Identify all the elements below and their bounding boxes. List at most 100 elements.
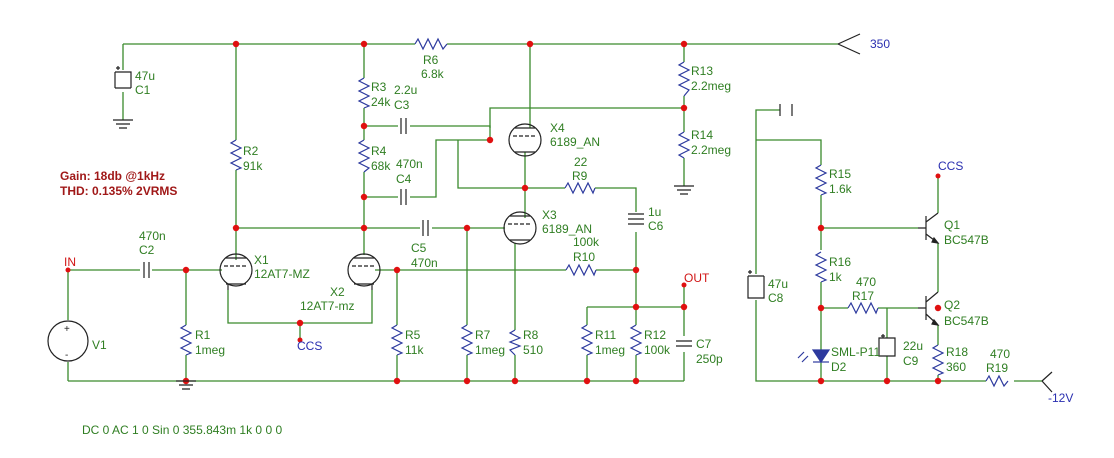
capacitor-c7 (676, 340, 692, 347)
grounds (113, 104, 793, 390)
r15-value: 1.6k (829, 182, 853, 196)
resistor-r19 (985, 374, 1009, 388)
resistor-r17 (847, 301, 879, 315)
tube-x4 (508, 123, 542, 157)
q1-value: BC547B (944, 233, 989, 247)
thd-note: THD: 0.135% 2VRMS (60, 184, 177, 198)
c6-value: 1u (648, 205, 661, 219)
c2-ref: C2 (139, 243, 155, 257)
r16-ref: R16 (829, 255, 851, 269)
r19-ref: R19 (986, 361, 1008, 375)
r10-ref: R10 (573, 250, 595, 264)
c7-ref: C7 (696, 337, 712, 351)
r4-value: 68k (371, 159, 391, 173)
r12-ref: R12 (644, 328, 666, 342)
r11-ref: R11 (595, 328, 616, 342)
resistor-r4 (357, 139, 371, 173)
junction-dots (65, 40, 942, 385)
v1-ref: V1 (92, 338, 107, 352)
transistor-q1 (918, 212, 940, 244)
svg-text:-: - (65, 350, 68, 361)
q1-ref: Q1 (944, 218, 960, 232)
r2-value: 91k (243, 159, 263, 173)
x2-value: 12AT7-mz (300, 299, 354, 313)
x3-value: 6189_AN (542, 222, 592, 236)
resistor-r14 (677, 131, 691, 159)
tubes (219, 123, 542, 290)
resistor-r11 (580, 324, 594, 356)
c3-value: 2.2u (394, 83, 417, 97)
capacitor-c8 (747, 270, 765, 299)
r11-value: 1meg (595, 343, 625, 357)
x4-value: 6189_AN (550, 135, 600, 149)
r7-ref: R7 (475, 328, 491, 342)
r2-ref: R2 (243, 144, 259, 158)
c8-ref: C8 (768, 291, 784, 305)
led-d2 (797, 349, 831, 364)
c2-value: 470n (139, 229, 166, 243)
r13-ref: R13 (691, 64, 713, 78)
r14-ref: R14 (691, 128, 713, 142)
capacitor-c5 (422, 220, 429, 236)
r1-ref: R1 (195, 328, 211, 342)
resistor-r7 (460, 324, 474, 356)
voltage-source-v1: + - (47, 320, 89, 362)
c5-value: 470n (411, 256, 438, 270)
resistor-r10 (565, 263, 597, 277)
net-b-plus: 350 (870, 37, 890, 51)
resistor-r15 (814, 164, 828, 196)
net-ccs-a: CCS (297, 339, 322, 353)
capacitor-c1 (114, 66, 132, 89)
resistor-r6 (414, 37, 448, 51)
net-ccs-b: CCS (938, 159, 963, 173)
r3-value: 24k (371, 95, 391, 109)
resistors (179, 37, 1009, 388)
net-out: OUT (684, 271, 710, 285)
resistor-r18 (931, 344, 945, 376)
semiconductors (797, 212, 940, 364)
labels: Gain: 18db @1kHz THD: 0.135% 2VRMS DC 0 … (60, 37, 1073, 437)
x1-value: 12AT7-MZ (254, 267, 310, 281)
r18-value: 360 (946, 360, 966, 374)
r16-value: 1k (829, 270, 843, 284)
c3-ref: C3 (394, 98, 410, 112)
resistor-r9 (564, 181, 596, 195)
r15-ref: R15 (829, 167, 851, 181)
r8-ref: R8 (523, 328, 539, 342)
c6-ref: C6 (648, 219, 664, 233)
c7-value: 250p (696, 352, 723, 366)
r5-value: 11k (405, 343, 424, 357)
r10-value: 100k (573, 235, 600, 249)
net-arrows (837, 33, 1053, 393)
resistor-r12 (629, 324, 643, 356)
source-spec: DC 0 AC 1 0 Sin 0 355.843m 1k 0 0 0 (82, 423, 282, 437)
r19-value: 470 (990, 347, 1010, 361)
x3-ref: X3 (542, 208, 557, 222)
r5-ref: R5 (405, 328, 421, 342)
r18-ref: R18 (946, 345, 968, 359)
resistor-r8 (508, 329, 522, 356)
c9-ref: C9 (903, 354, 919, 368)
r12-value: 100k (644, 343, 671, 357)
r6-value: 6.8k (421, 67, 445, 81)
capacitor-c4 (400, 189, 407, 205)
tube-x3 (503, 211, 537, 245)
capacitor-c3 (400, 118, 407, 134)
q2-ref: Q2 (944, 298, 960, 312)
capacitor-c6 (628, 213, 644, 225)
q2-value: BC547B (944, 314, 989, 328)
c4-value: 470n (396, 157, 423, 171)
resistor-r16 (814, 251, 828, 283)
r17-value: 470 (856, 275, 876, 289)
x2-ref: X2 (330, 285, 345, 299)
wires (67, 43, 1042, 382)
gain-note: Gain: 18db @1kHz (60, 169, 165, 183)
r4-ref: R4 (371, 144, 387, 158)
resistor-r3 (357, 77, 371, 109)
r3-ref: R3 (371, 80, 387, 94)
c8-value: 47u (768, 277, 788, 291)
resistor-r2 (229, 139, 243, 171)
resistor-r1 (179, 324, 193, 356)
net-v-minus: -12V (1048, 391, 1073, 405)
x4-ref: X4 (550, 121, 565, 135)
